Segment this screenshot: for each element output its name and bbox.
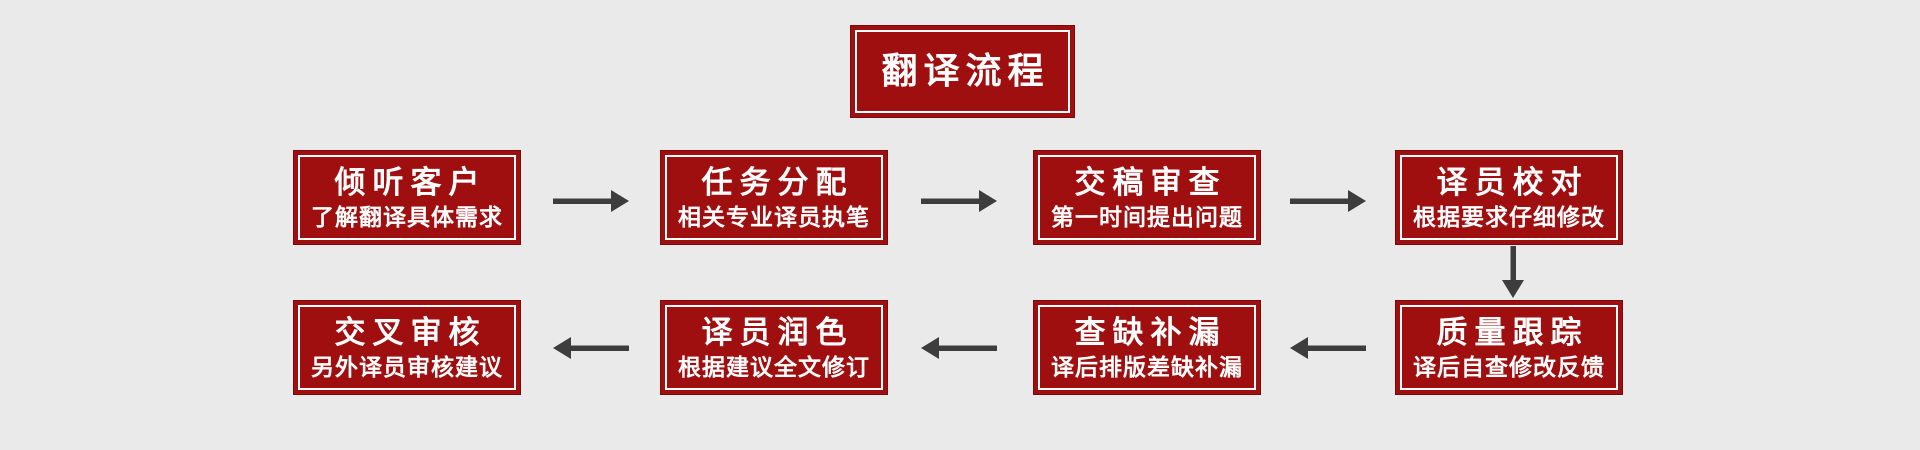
step-box-inner: 译员润色 根据建议全文修订 [665,305,883,390]
step-box-inner: 任务分配 相关专业译员执笔 [665,155,883,240]
arrow-right-icon [1290,190,1366,212]
step-heading: 交叉审核 [334,315,487,351]
step-box-task-assignment: 任务分配 相关专业译员执笔 [660,150,888,245]
arrow-left-icon [1290,337,1366,359]
step-subtext: 了解翻译具体需求 [311,205,503,231]
arrow-left-icon [553,337,629,359]
step-box-draft-review: 交稿审查 第一时间提出问题 [1033,150,1261,245]
step-box-inner: 交叉审核 另外译员审核建议 [298,305,516,390]
step-subtext: 第一时间提出问题 [1051,205,1243,231]
arrow-right-icon [553,190,629,212]
page-title: 翻译流程 [881,50,1050,92]
arrow-left-icon [921,337,997,359]
step-box-translator-polishing: 译员润色 根据建议全文修订 [660,300,888,395]
title-box: 翻译流程 [850,25,1075,118]
step-box-inner: 查缺补漏 译后排版差缺补漏 [1038,305,1256,390]
step-subtext: 译后排版差缺补漏 [1051,355,1243,381]
step-box-quality-tracking: 质量跟踪 译后自查修改反馈 [1395,300,1623,395]
step-heading: 查缺补漏 [1074,315,1227,351]
arrow-right-icon [921,190,997,212]
step-box-inner: 译员校对 根据要求仔细修改 [1400,155,1618,240]
step-box-gap-checking: 查缺补漏 译后排版差缺补漏 [1033,300,1261,395]
step-subtext: 根据要求仔细修改 [1413,205,1605,231]
step-heading: 倾听客户 [334,165,487,201]
step-box-translator-proofreading: 译员校对 根据要求仔细修改 [1395,150,1623,245]
title-box-inner: 翻译流程 [855,30,1070,113]
step-subtext: 译后自查修改反馈 [1413,355,1605,381]
step-subtext: 根据建议全文修订 [678,355,870,381]
step-box-cross-review: 交叉审核 另外译员审核建议 [293,300,521,395]
step-heading: 译员润色 [701,315,854,351]
step-heading: 译员校对 [1436,165,1589,201]
step-heading: 交稿审查 [1074,165,1227,201]
step-box-inner: 倾听客户 了解翻译具体需求 [298,155,516,240]
step-subtext: 另外译员审核建议 [311,355,503,381]
arrow-down-icon [1502,246,1524,298]
step-subtext: 相关专业译员执笔 [678,205,870,231]
step-heading: 质量跟踪 [1436,315,1589,351]
step-box-listen-client: 倾听客户 了解翻译具体需求 [293,150,521,245]
step-heading: 任务分配 [701,165,854,201]
step-box-inner: 质量跟踪 译后自查修改反馈 [1400,305,1618,390]
step-box-inner: 交稿审查 第一时间提出问题 [1038,155,1256,240]
